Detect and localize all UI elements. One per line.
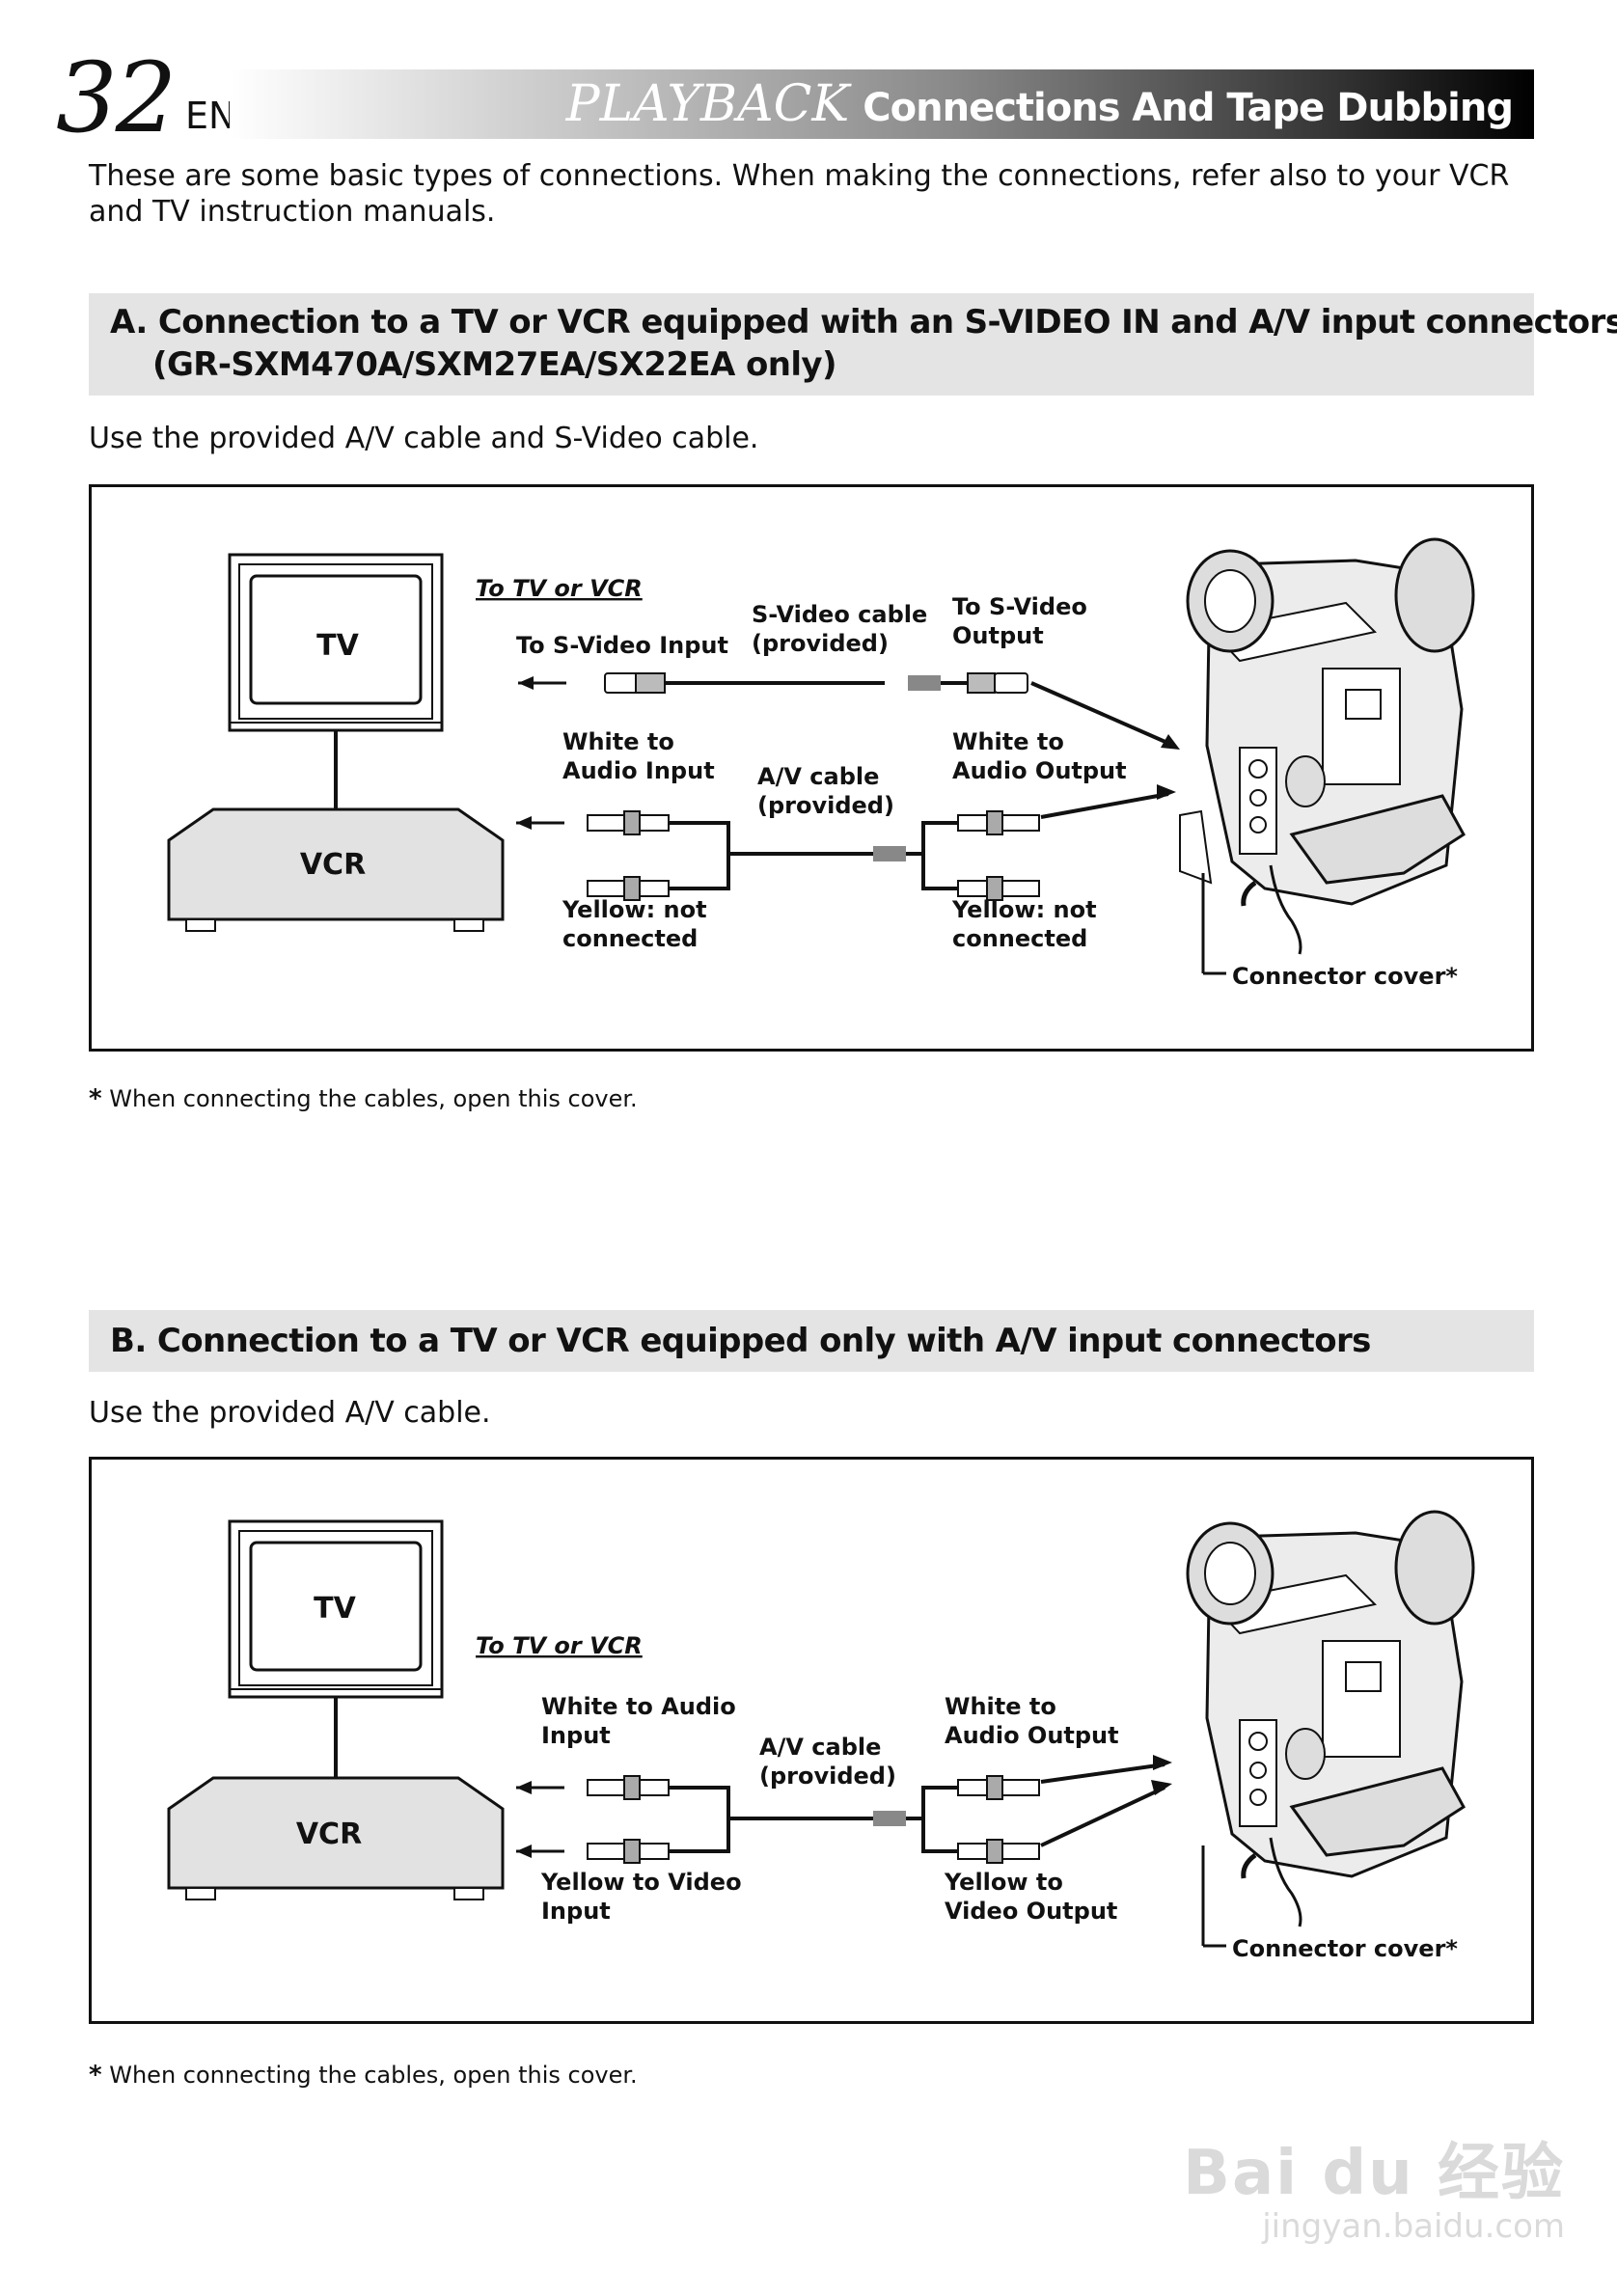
watermark-url: jingyan.baidu.com [1262, 2207, 1565, 2246]
page-language: EN [185, 95, 236, 137]
white-audio-input-label: White to [562, 728, 674, 755]
white-audio-output-label-2: Audio Output [952, 757, 1127, 784]
yellow-nc-right-label: Yellow: not [951, 896, 1097, 923]
tv-icon [228, 1519, 444, 1699]
svideo-output-label-2: Output [952, 622, 1044, 649]
header-bar [230, 69, 1534, 139]
baidu-watermark: Bai du 经验 jingyan.baidu.com [1183, 2140, 1565, 2246]
footnote-a-text: When connecting the cables, open this co… [101, 1085, 638, 1112]
header-section: PLAYBACK [565, 75, 850, 133]
section-a-footnote: * When connecting the cables, open this … [89, 1084, 638, 1113]
av-cable-label: A/V cable [757, 763, 879, 790]
section-a-title-line2: (GR-SXM470A/SXM27EA/SX22EA only) [152, 345, 837, 384]
section-b-title: B. Connection to a TV or VCR equipped on… [110, 1322, 1371, 1360]
camcorder-icon [1186, 1510, 1475, 1948]
diagram-a-svg: TV VCR To TV or VCR To S-Video Input S-V… [167, 537, 1475, 990]
yellow-video-input-label: Yellow to Video [540, 1869, 742, 1896]
white-audio-input-label-2: Input [541, 1722, 611, 1749]
tv-label: TV [314, 1592, 356, 1626]
svideo-cable-provided: (provided) [752, 630, 889, 657]
connector-cover-label: Connector cover* [1232, 1935, 1458, 1962]
tv-icon [228, 553, 444, 732]
white-audio-input-label-2: Audio Input [562, 757, 715, 784]
yellow-video-output-label: Yellow to [944, 1869, 1063, 1896]
section-a-title-line1: A. Connection to a TV or VCR equipped wi… [110, 303, 1617, 342]
svideo-cable [518, 672, 1180, 750]
section-b-banner: B. Connection to a TV or VCR equipped on… [89, 1310, 1534, 1372]
section-b-footnote: * When connecting the cables, open this … [89, 2061, 638, 2090]
svideo-input-label: To S-Video Input [516, 632, 728, 659]
header-title: PLAYBACK Connections And Tape Dubbing [565, 71, 1514, 137]
svideo-output-label: To S-Video [952, 593, 1087, 620]
white-audio-output-label-2: Audio Output [945, 1722, 1119, 1749]
white-audio-input-label: White to Audio [541, 1693, 736, 1720]
to-tv-or-vcr-label: To TV or VCR [476, 1632, 643, 1659]
footnote-b-text: When connecting the cables, open this co… [101, 2062, 638, 2089]
yellow-video-output-label-2: Video Output [945, 1898, 1117, 1925]
tv-label: TV [316, 629, 359, 663]
yellow-nc-left-label-2: connected [562, 925, 698, 952]
intro-text: These are some basic types of connection… [89, 159, 1510, 229]
av-cable-label: A/V cable [759, 1734, 881, 1761]
section-a-instruction: Use the provided A/V cable and S-Video c… [89, 422, 759, 455]
footnote-a-mark: * [89, 1084, 102, 1113]
white-audio-output-label: White to [952, 728, 1064, 755]
av-cable [516, 784, 1176, 901]
av-cable-provided: (provided) [757, 792, 894, 819]
section-b-instruction: Use the provided A/V cable. [89, 1396, 491, 1430]
header-topic: Connections And Tape Dubbing [863, 86, 1514, 130]
connector-cover-label: Connector cover* [1232, 963, 1458, 990]
yellow-video-input-label-2: Input [541, 1898, 611, 1925]
diagram-b-svg: TV VCR To TV or VCR White to Audio Input… [167, 1510, 1475, 1962]
svideo-cable-label: S-Video cable [752, 601, 927, 628]
footnote-b-mark: * [89, 2061, 102, 2090]
section-a-banner: A. Connection to a TV or VCR equipped wi… [89, 293, 1617, 396]
vcr-icon [167, 1776, 505, 1890]
watermark-brand: Bai du 经验 [1183, 2138, 1565, 2209]
section-a-diagram: TV VCR To TV or VCR To S-Video Input S-V… [89, 484, 1534, 1052]
vcr-icon [167, 807, 505, 921]
vcr-label: VCR [300, 848, 366, 882]
to-tv-or-vcr-label: To TV or VCR [476, 575, 643, 602]
white-audio-output-label: White to [945, 1693, 1056, 1720]
page-number: 32 [56, 41, 177, 154]
yellow-nc-right-label-2: connected [952, 925, 1087, 952]
camcorder-icon [1179, 537, 1475, 975]
av-cable-provided: (provided) [759, 1763, 896, 1790]
vcr-label: VCR [296, 1818, 362, 1851]
section-b-diagram: TV VCR To TV or VCR White to Audio Input… [89, 1457, 1534, 2024]
av-cable [516, 1755, 1172, 1864]
